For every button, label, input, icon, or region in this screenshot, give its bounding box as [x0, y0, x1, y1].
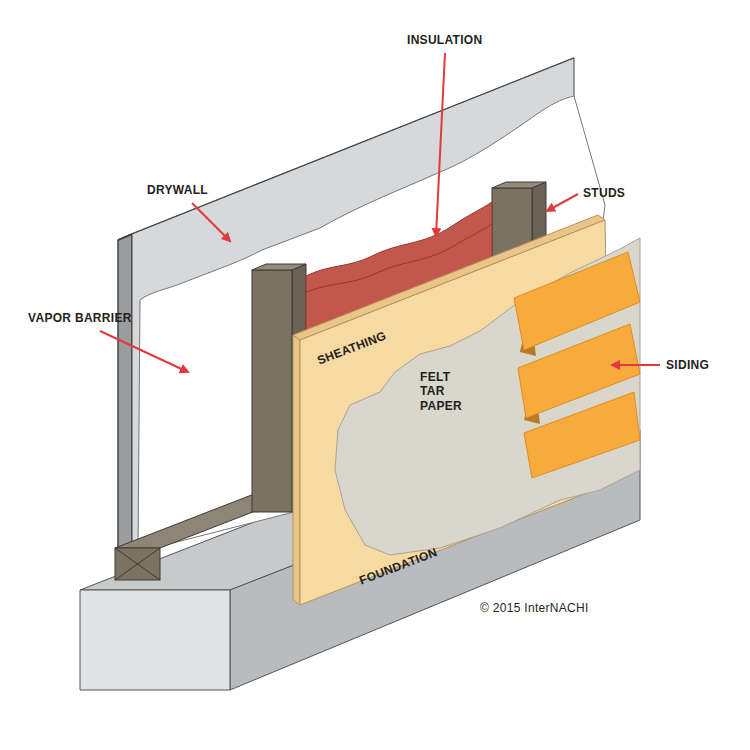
leader-arrow [100, 331, 188, 372]
part-label: STUDS [583, 186, 625, 200]
leader-arrow [612, 364, 660, 366]
drywall-edge [118, 234, 132, 558]
stud-face [252, 270, 292, 512]
bottom-plate-cross [115, 548, 160, 580]
leader-arrow [192, 203, 230, 241]
sheathing-edge [293, 335, 300, 605]
part-label: VAPOR BARRIER [28, 311, 132, 325]
leader-arrow [547, 194, 578, 211]
part-label: DRYWALL [147, 183, 208, 197]
part-label: FELT TAR PAPER [420, 370, 470, 413]
stud-top [252, 264, 306, 270]
foundation-end [80, 590, 230, 690]
part-label: © 2015 InterNACHI [480, 601, 589, 615]
siding-board [524, 392, 640, 478]
part-label: SIDING [666, 358, 709, 372]
part-label: FOUNDATION [357, 545, 439, 588]
bottom-plate-end [115, 548, 160, 580]
part-label: INSULATION [407, 33, 482, 47]
felt-paper [335, 238, 640, 555]
stud-top [492, 182, 546, 188]
part-label: SHEATHING [315, 329, 388, 368]
leader-arrow [436, 53, 445, 236]
